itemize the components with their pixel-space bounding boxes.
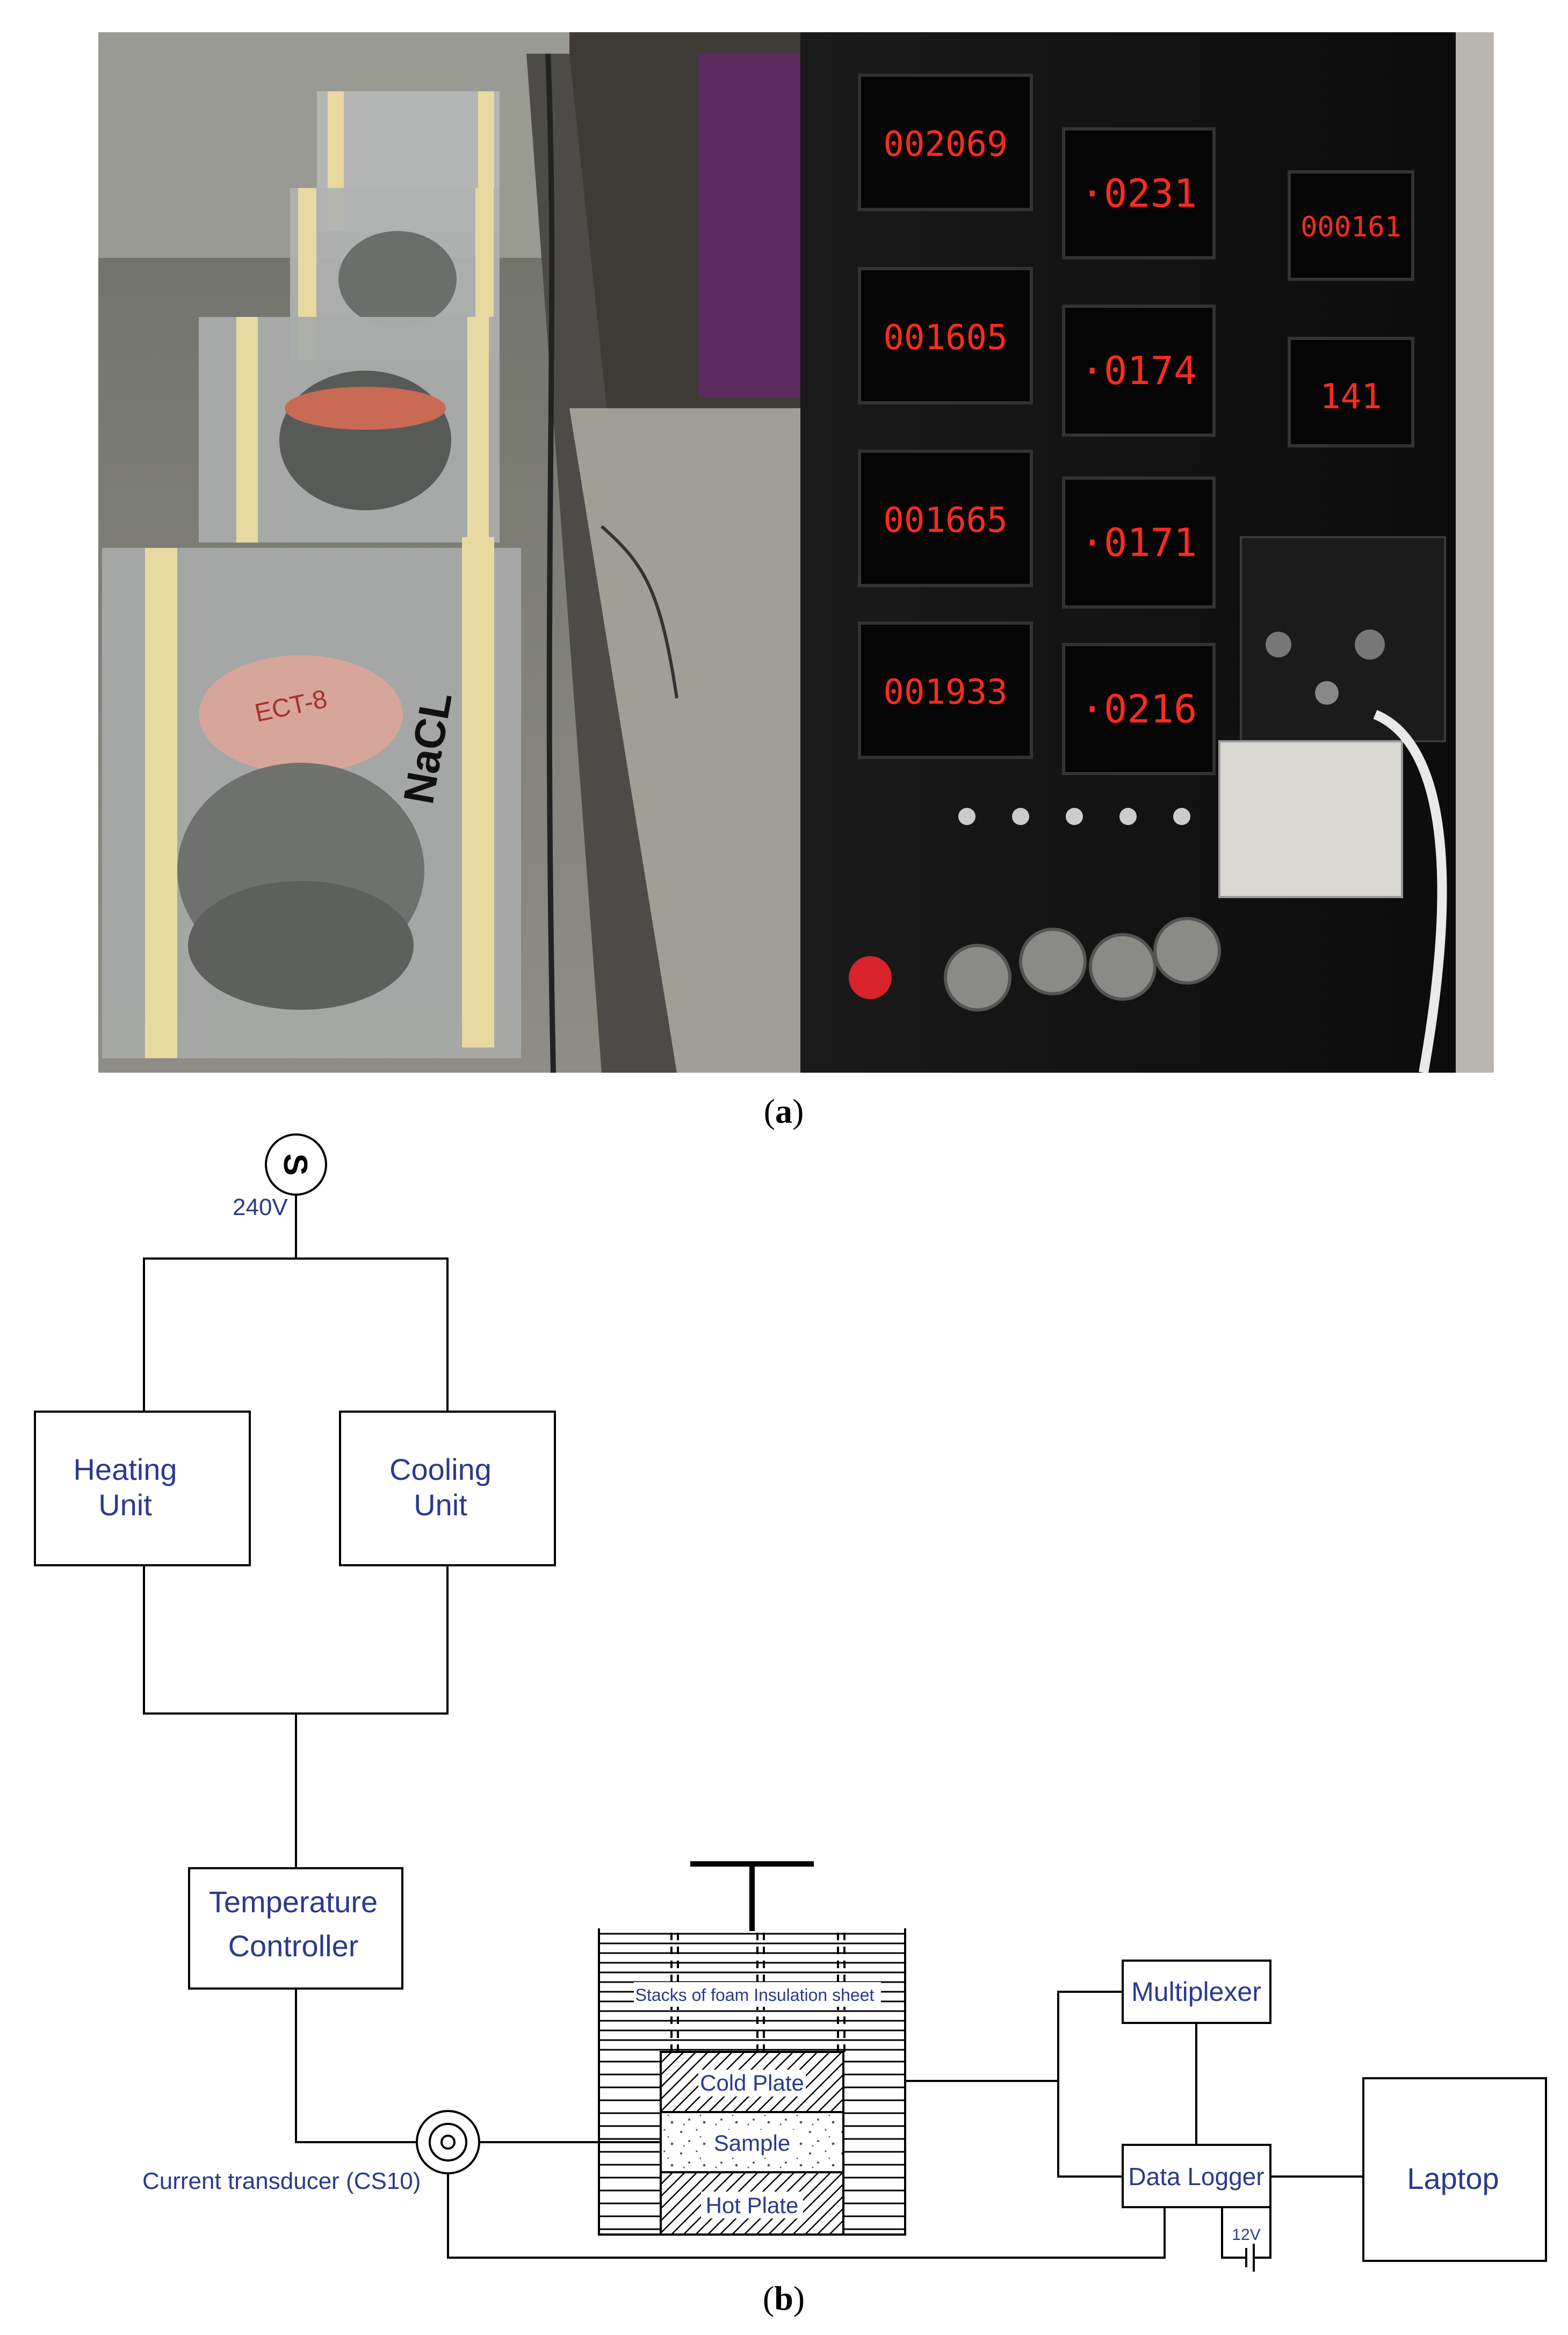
- current-meter-column: ·0231 ·0174 ·0171 ·0216: [1062, 127, 1216, 775]
- test-cell: Stacks of foam Insulation sheet Cold Pla…: [598, 1861, 906, 2236]
- knob: [1266, 632, 1291, 657]
- wire: [143, 1565, 449, 1715]
- switch: [1012, 808, 1029, 825]
- switch: [1119, 808, 1137, 825]
- meter-reading: 141: [1320, 377, 1382, 417]
- photo-purple-cabinet: [698, 54, 800, 397]
- meter-reading: 000161: [1300, 211, 1401, 243]
- meter-display: [1062, 305, 1216, 437]
- specimen-disc: [199, 655, 403, 773]
- sample-label-backing: [706, 2130, 798, 2157]
- meter-display: [1288, 337, 1414, 447]
- current-transducer-inner: [429, 2123, 467, 2161]
- meter-display: [1062, 127, 1216, 259]
- connector-row: [849, 808, 1221, 1011]
- insulation-label: Stacks of foam Insulation sheet: [635, 1985, 875, 2005]
- usb-cable: [1373, 710, 1447, 1074]
- sample-label: Sample: [714, 2130, 790, 2156]
- meter-reading: ·0171: [1081, 520, 1197, 565]
- meter-display: [858, 267, 1033, 404]
- caption-b-letter: b: [774, 2279, 793, 2317]
- switch: [1066, 808, 1083, 825]
- connector: [1019, 928, 1087, 995]
- meter-display: [1062, 476, 1216, 609]
- connector: [1089, 933, 1157, 1001]
- laptop-box: [1362, 2077, 1547, 2262]
- meter-display: [858, 450, 1033, 587]
- current-transducer-core: [440, 2135, 456, 2150]
- indicator-lamp: [849, 956, 892, 999]
- cooling-unit-box: [339, 1411, 556, 1566]
- multiplexer-box: [1122, 1960, 1271, 2024]
- specimen-cell-2: [199, 317, 500, 543]
- switch: [1173, 808, 1190, 825]
- photo-cable: [545, 53, 556, 1073]
- meter-display: [1062, 643, 1216, 775]
- meter-reading: 001933: [883, 673, 1007, 712]
- caption-a: (a): [764, 1092, 804, 1130]
- meter-reading: ·0216: [1081, 686, 1197, 732]
- meter-display: [1288, 170, 1414, 281]
- source-symbol-label: S: [277, 1153, 314, 1175]
- meter-reading: ·0174: [1081, 348, 1197, 393]
- insulation-label-backing: [634, 1982, 881, 2007]
- cold-plate-label-backing: [698, 2070, 806, 2097]
- caption-b: (b): [763, 2279, 805, 2317]
- meter-reading: ·0231: [1081, 171, 1197, 216]
- current-transducer-label: Current transducer (CS10): [142, 2168, 421, 2194]
- meter-reading: 001605: [883, 318, 1007, 358]
- battery-voltage-label: 12V: [1232, 2226, 1260, 2244]
- photo: ECT-8 NaCL 002069 001605 001665 001933 ·…: [98, 32, 1494, 1074]
- supply-voltage-label: 240V: [233, 1194, 288, 1220]
- hot-plate-label-backing: [701, 2192, 803, 2218]
- photo-floor: [569, 408, 800, 1073]
- data-logger-label: Data Logger: [1128, 2163, 1264, 2191]
- knob: [1355, 630, 1385, 660]
- caption-a-letter: a: [775, 1092, 792, 1130]
- meter-display: [858, 74, 1033, 211]
- current-transducer-symbol: [416, 2110, 480, 2174]
- wire: [447, 2173, 1166, 2259]
- meter-reading: 001665: [883, 501, 1007, 540]
- connector: [1153, 917, 1221, 985]
- wire: [143, 1257, 449, 1412]
- heating-unit-box: [34, 1411, 251, 1566]
- switch: [958, 808, 976, 825]
- data-logger-device: [1218, 740, 1403, 898]
- multiplexer-label: Multiplexer: [1131, 1977, 1261, 2007]
- knob: [1315, 681, 1339, 705]
- connector: [944, 944, 1011, 1011]
- specimen-cell-1: ECT-8 NaCL: [102, 537, 521, 1058]
- charge-meter-column: 002069 001605 001665 001933: [858, 74, 1033, 759]
- meter-display: [858, 621, 1033, 759]
- photo-cable: [601, 525, 678, 699]
- wall-right: [1456, 32, 1494, 1073]
- temperature-controller-box: [188, 1867, 403, 1990]
- cold-plate-label: Cold Plate: [700, 2070, 804, 2095]
- laptop-label: Laptop: [1407, 2161, 1499, 2195]
- side-meter-column: 000161 141: [1218, 170, 1447, 1074]
- hot-plate-label: Hot Plate: [706, 2193, 799, 2218]
- meter-reading: 002069: [883, 125, 1007, 164]
- wire: [1057, 1991, 1123, 2178]
- wire: [1221, 2207, 1246, 2259]
- wire: [295, 1989, 417, 2143]
- wire: [1254, 2207, 1271, 2259]
